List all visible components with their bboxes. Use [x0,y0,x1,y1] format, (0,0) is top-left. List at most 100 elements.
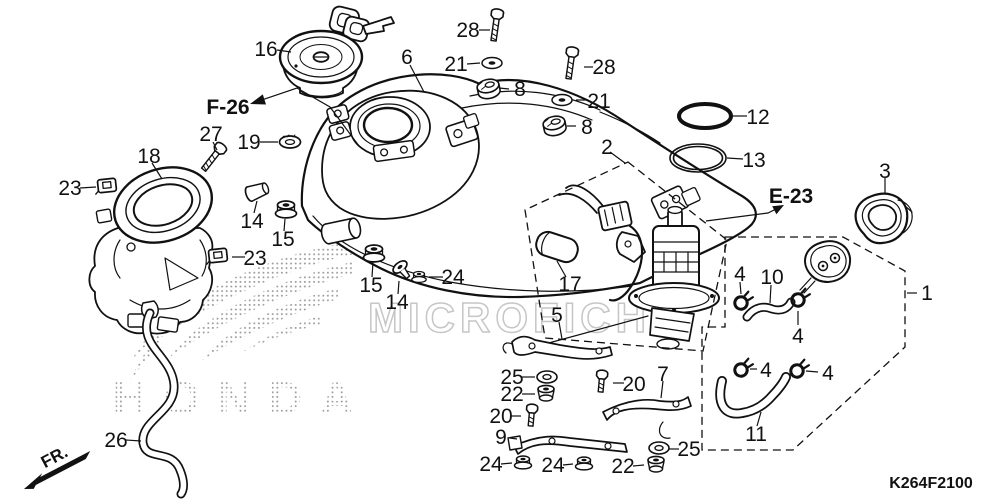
f26-arrowhead [250,94,266,105]
callout-24c-text: 24 [441,266,465,289]
callout-25a-text: 25 [500,366,523,389]
rubber-boot [854,192,913,245]
callout-1: 1 [907,282,933,305]
callout-9-text: 9 [495,426,507,449]
callout-21a: 21 [444,53,481,76]
callout-15a: 15 [271,218,295,251]
callout-20a: 20 [613,373,646,396]
fuel-pump-assembly [522,184,720,351]
callout-18-text: 18 [137,145,160,168]
callout-17-text: 17 [558,273,581,296]
nut-15b [362,244,386,263]
callout-8b: 8 [567,116,593,139]
mount-rubber-22b [647,455,665,473]
callout-24c: 24 [429,266,465,289]
callout-24b: 24 [541,454,574,477]
ref-f26: F-26 [206,87,360,147]
bracket-5 [502,335,613,360]
tank-front-cover [88,166,214,335]
hose-clamp-4b [788,286,814,310]
fuel-tank [300,73,757,299]
packing-13 [669,143,727,173]
fuel-hoses [715,297,796,419]
callout-13: 13 [726,149,766,172]
callout-4a: 4 [734,263,746,295]
callout-25b: 25 [669,438,701,461]
washer-25b [648,441,670,455]
washer-25a [536,370,558,384]
collar-14a [242,179,272,204]
callout-20a-text: 20 [622,373,645,396]
callout-21b-text: 21 [587,90,610,113]
ref-e23-text: E-23 [769,185,813,208]
callout-16-text: 16 [254,38,277,61]
bolt-28a [486,7,505,43]
nut-24b [574,456,594,471]
callout-23a-text: 23 [58,177,81,200]
callout-1-text: 1 [921,282,933,305]
callout-28a: 28 [456,19,490,42]
callout-3: 3 [879,160,891,194]
callout-8a: 8 [498,78,526,101]
callout-4d-text: 4 [822,362,834,385]
tank-mount-tube [320,217,362,245]
callout-14a-text: 14 [240,210,264,233]
bracket-9 [507,435,628,455]
callout-22a-text: 22 [500,383,523,406]
callout-4d: 4 [805,362,834,385]
callout-26: 26 [104,429,142,452]
callout-22b: 22 [611,455,645,478]
clip-23a [93,177,118,196]
callout-6: 6 [401,46,425,93]
bracket-7 [602,396,692,439]
fr-arrow-icon [24,451,91,489]
grommet-19 [278,134,302,149]
callout-22a: 22 [500,383,535,406]
callout-22b-text: 22 [611,455,634,478]
callout-23b: 23 [232,247,267,270]
nut-24a [513,455,533,470]
callout-8a-text: 8 [514,78,526,101]
callout-12-text: 12 [746,106,769,129]
callout-3-text: 3 [879,160,891,183]
callout-20b-text: 20 [489,405,512,428]
callout-14b: 14 [385,280,409,314]
callout-4c: 4 [750,359,772,382]
callout-20b: 20 [489,405,521,428]
callout-11: 11 [745,411,767,446]
callout-25a: 25 [500,366,535,389]
ref-e23: E-23 [705,185,813,222]
bolt-28b [561,45,580,81]
callout-4a-text: 4 [734,263,746,286]
o-ring-12 [677,102,733,130]
callout-19: 19 [237,131,278,154]
callout-28b: 28 [584,56,616,79]
callout-19-text: 19 [237,131,260,154]
callout-21a-text: 21 [444,53,467,76]
mount-rubber-22a [537,384,555,402]
callout-10-text: 10 [760,266,783,289]
nut-24c [411,270,427,284]
callout-27-text: 27 [199,123,222,146]
e23-arrowhead [772,205,784,215]
callout-21b: 21 [576,90,611,113]
callout-23b-text: 23 [243,247,266,270]
nut-15a [274,200,298,219]
callout-28a-text: 28 [456,19,479,42]
callout-8b-text: 8 [581,116,593,139]
callout-15a-text: 15 [271,228,294,251]
fuel-joint-connector [799,240,852,294]
front-direction-indicator: FR. [24,442,91,489]
callout-17: 17 [556,260,582,296]
callout-24a-text: 24 [479,453,503,476]
assembly-box-1 [701,236,906,451]
assembly-boxes [524,161,906,451]
clip-23b [204,247,229,266]
callout-14a: 14 [240,200,264,233]
ref-f26-text: F-26 [206,96,249,119]
callout-4c-text: 4 [760,359,772,382]
callout-4b-text: 4 [792,325,804,348]
callout-13-text: 13 [742,149,765,172]
callout-4b: 4 [792,311,804,348]
